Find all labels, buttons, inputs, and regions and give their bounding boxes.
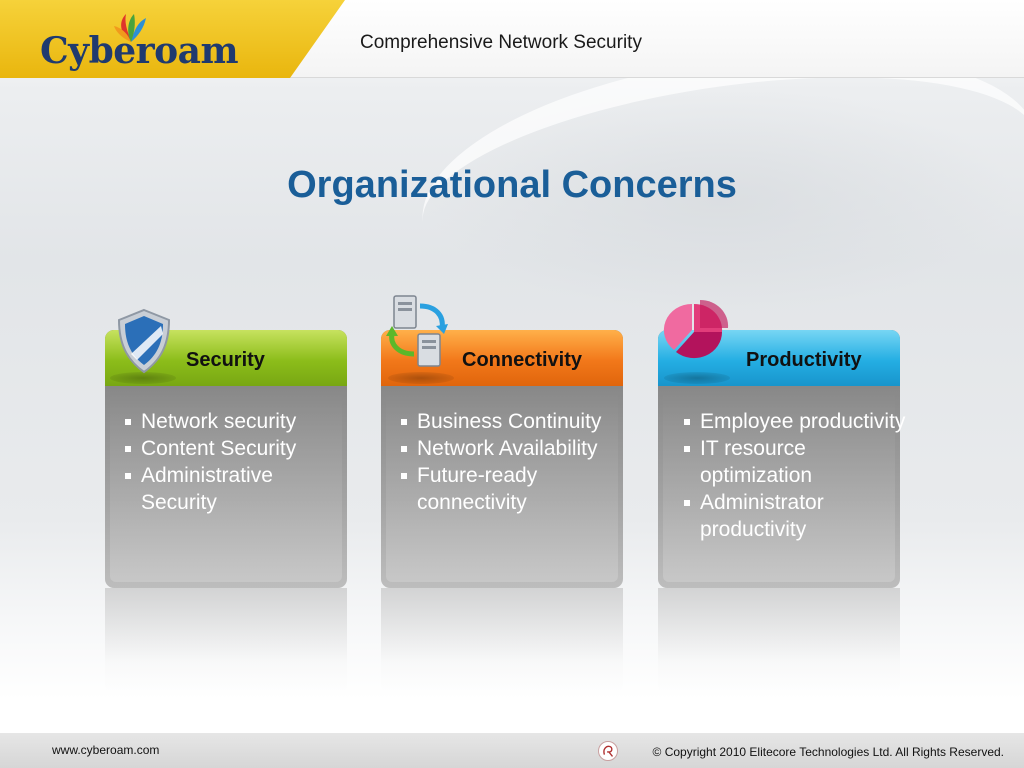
card-title: Connectivity [462,349,583,371]
list-item: Network security [123,408,347,435]
list-item: Administrative Security [123,462,347,516]
list-item: Administrator productivity [682,489,906,543]
card-title: Security [186,349,265,371]
list-item: Business Continuity [399,408,623,435]
elitecore-mark-icon [598,741,618,761]
list-item: Network Availability [399,435,623,462]
card-reflection [381,588,623,694]
list-item: IT resource optimization [682,435,906,489]
list-item: Future-ready connectivity [399,462,623,516]
icon-shadow [110,372,176,384]
footer-url[interactable]: www.cyberoam.com [52,743,160,757]
page-title: Organizational Concerns [287,164,737,206]
card-list: Business Continuity Network Availability… [399,408,623,516]
card-list: Network security Content Security Admini… [123,408,347,516]
card-reflection [105,588,347,694]
servers-sync-icon [386,295,448,367]
list-item: Content Security [123,435,347,462]
icon-shadow [664,372,730,384]
cyberoam-logo-icon [114,14,146,42]
logo-banner [0,0,345,78]
shield-icon [117,308,171,374]
card-title: Productivity [746,349,862,371]
footer: www.cyberoam.com © Copyright 2010 Elitec… [0,733,1024,768]
card-reflection [658,588,900,694]
logo-wordmark: Cyberoam [40,30,239,72]
icon-shadow [388,372,454,384]
card-list: Employee productivity IT resource optimi… [682,408,906,543]
list-item: Employee productivity [682,408,906,435]
header-title: Comprehensive Network Security [360,32,642,53]
footer-copyright: © Copyright 2010 Elitecore Technologies … [652,745,1004,759]
header: Cyberoam Comprehensive Network Security [0,0,1024,78]
pie-chart-icon [663,299,729,359]
